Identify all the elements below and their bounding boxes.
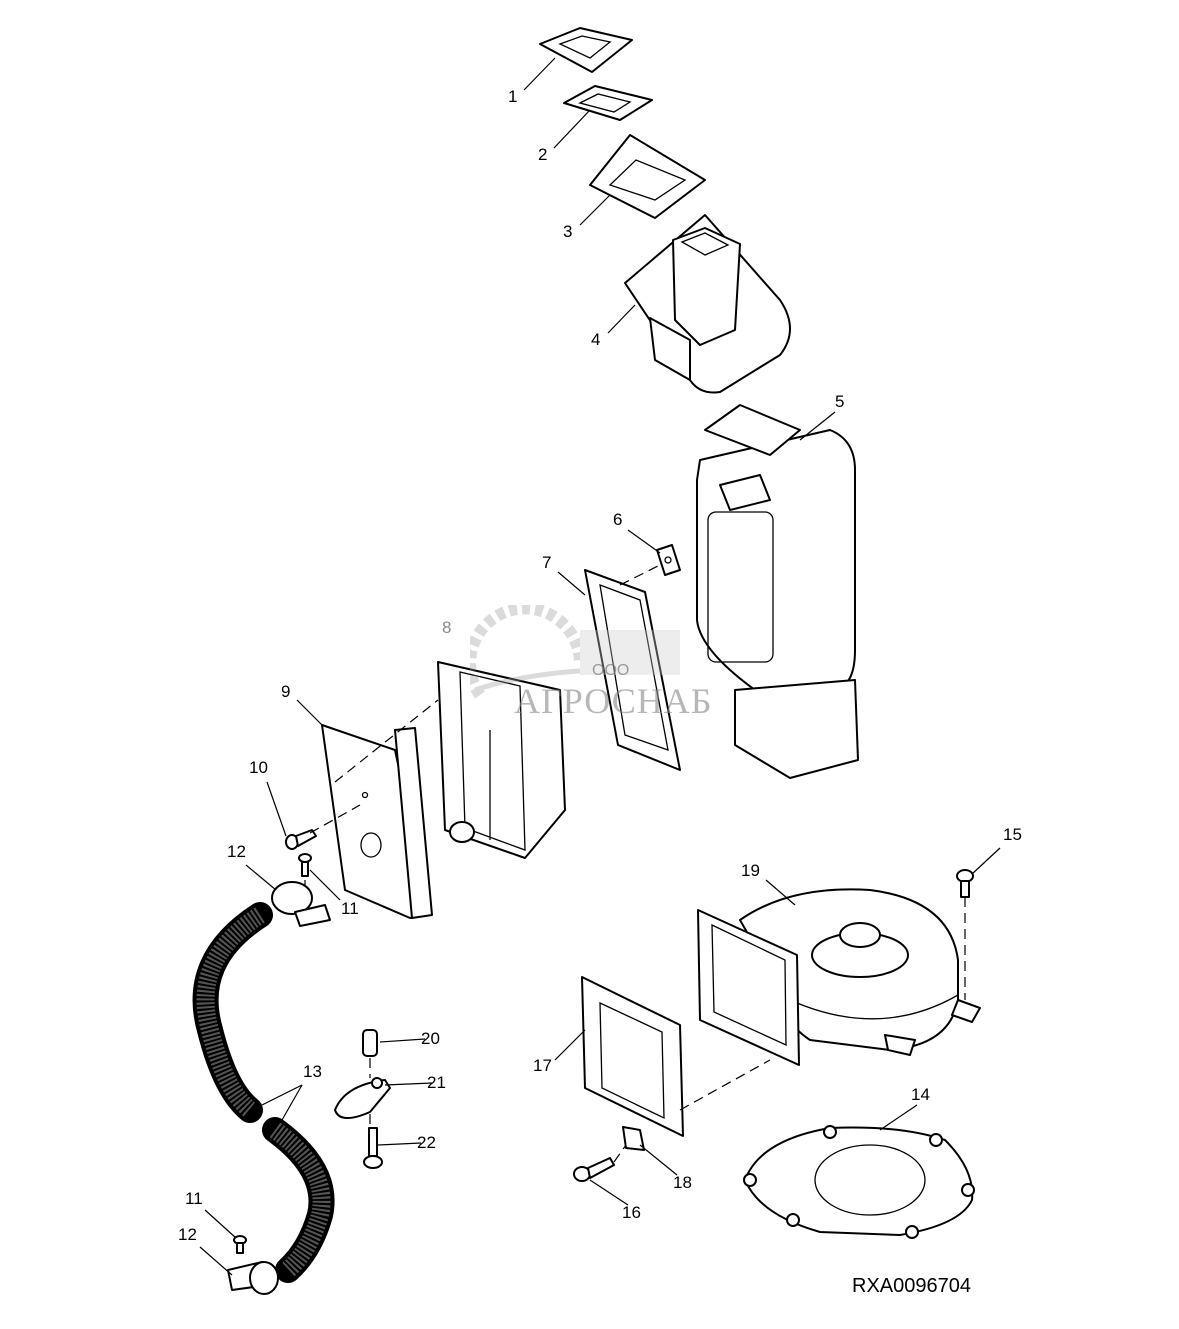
part-12-hose-clamp — [271, 881, 331, 927]
callout-16: 16 — [622, 1203, 641, 1222]
callout-11: 11 — [341, 899, 359, 918]
part-18-nut — [622, 1126, 645, 1151]
callout-18: 18 — [673, 1173, 692, 1192]
callout-11-lower: 11 — [185, 1189, 203, 1208]
callout-2: 2 — [538, 145, 548, 164]
part-5-air-duct-housing — [696, 404, 859, 779]
part-6-clip-nut — [656, 544, 681, 576]
callout-21: 21 — [427, 1073, 446, 1092]
part-10-screw — [285, 829, 317, 850]
callout-10: 10 — [249, 758, 268, 777]
part-11-screw-lower — [233, 1235, 247, 1254]
callout-22: 22 — [417, 1133, 436, 1152]
callout-14: 14 — [911, 1085, 930, 1104]
part-14-gasket — [743, 1125, 975, 1239]
part-13-heater-hoses — [192, 902, 335, 1283]
assembly-lines — [304, 565, 966, 1163]
callout-20: 20 — [421, 1029, 440, 1048]
part-7-gasket — [584, 569, 681, 771]
callout-8: 8 — [442, 618, 452, 637]
callout-12: 12 — [227, 842, 246, 861]
part-1-gasket — [539, 27, 633, 73]
part-8-heater-core — [437, 661, 566, 859]
part-9-cover-plate — [321, 724, 433, 919]
part-11-screw — [298, 853, 312, 877]
leader-lines — [199, 57, 1001, 1276]
callout-17: 17 — [533, 1056, 552, 1075]
agrosnab-logo-watermark — [470, 605, 680, 699]
callout-9: 9 — [281, 682, 291, 701]
callout-3: 3 — [563, 222, 573, 241]
callout-7: 7 — [542, 553, 552, 572]
callout-13: 13 — [303, 1062, 322, 1081]
part-21-clamp — [334, 1077, 391, 1119]
watermark-name: АГРОСНАБ — [514, 681, 713, 721]
callout-1: 1 — [508, 87, 518, 106]
part-19-blower — [697, 888, 981, 1066]
callout-15: 15 — [1003, 825, 1022, 844]
callout-4: 4 — [591, 330, 601, 349]
drawing-code: RXA0096704 — [852, 1275, 971, 1297]
callout-19: 19 — [741, 861, 760, 880]
callout-6: 6 — [613, 510, 623, 529]
part-2-gasket — [563, 85, 653, 121]
part-20-spacer — [362, 1029, 378, 1057]
callout-12-lower: 12 — [178, 1225, 197, 1244]
part-17-gasket — [581, 976, 684, 1137]
callout-5: 5 — [835, 392, 845, 411]
part-15-screw — [956, 869, 974, 898]
part-22-bolt — [363, 1127, 383, 1169]
watermark-prefix: ООО — [592, 662, 630, 679]
part-3-seal — [589, 134, 706, 219]
part-16-screw — [573, 1157, 615, 1182]
part-4-duct-boot — [624, 214, 791, 394]
part-12-hose-clamp-lower — [227, 1261, 279, 1295]
